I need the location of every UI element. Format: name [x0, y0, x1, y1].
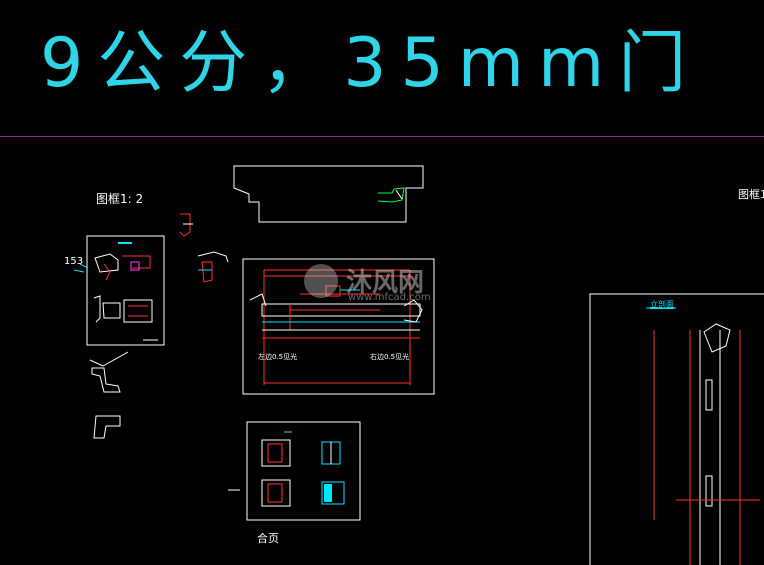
hinge-label: 合页: [257, 532, 279, 545]
left-detail-sheet: [73, 235, 165, 346]
drawing-title: 9公分，35mm门: [40, 24, 701, 103]
watermark-cn: 沐风网: [346, 268, 425, 298]
hinge-detail-sheet: [228, 421, 361, 521]
small-red-details: [179, 213, 229, 283]
watermark-url: www.mfcad.com: [348, 292, 431, 303]
dimension-153: 153: [64, 256, 84, 267]
title-divider-line: [0, 136, 764, 137]
watermark-logo: [304, 264, 338, 298]
central-detail-sheet: [242, 258, 435, 395]
section-title: 立剖面: [650, 300, 674, 309]
top-profile-section: [233, 165, 424, 223]
note-right: 右边0.5见光: [370, 353, 410, 361]
scale-label-right: 图框1: [738, 188, 764, 201]
scale-label-left: 图框1: 2: [96, 192, 144, 206]
loose-profile-shapes: [89, 351, 129, 439]
note-left: 左边0.5见光: [258, 353, 298, 361]
right-section-sheet: [589, 293, 764, 565]
